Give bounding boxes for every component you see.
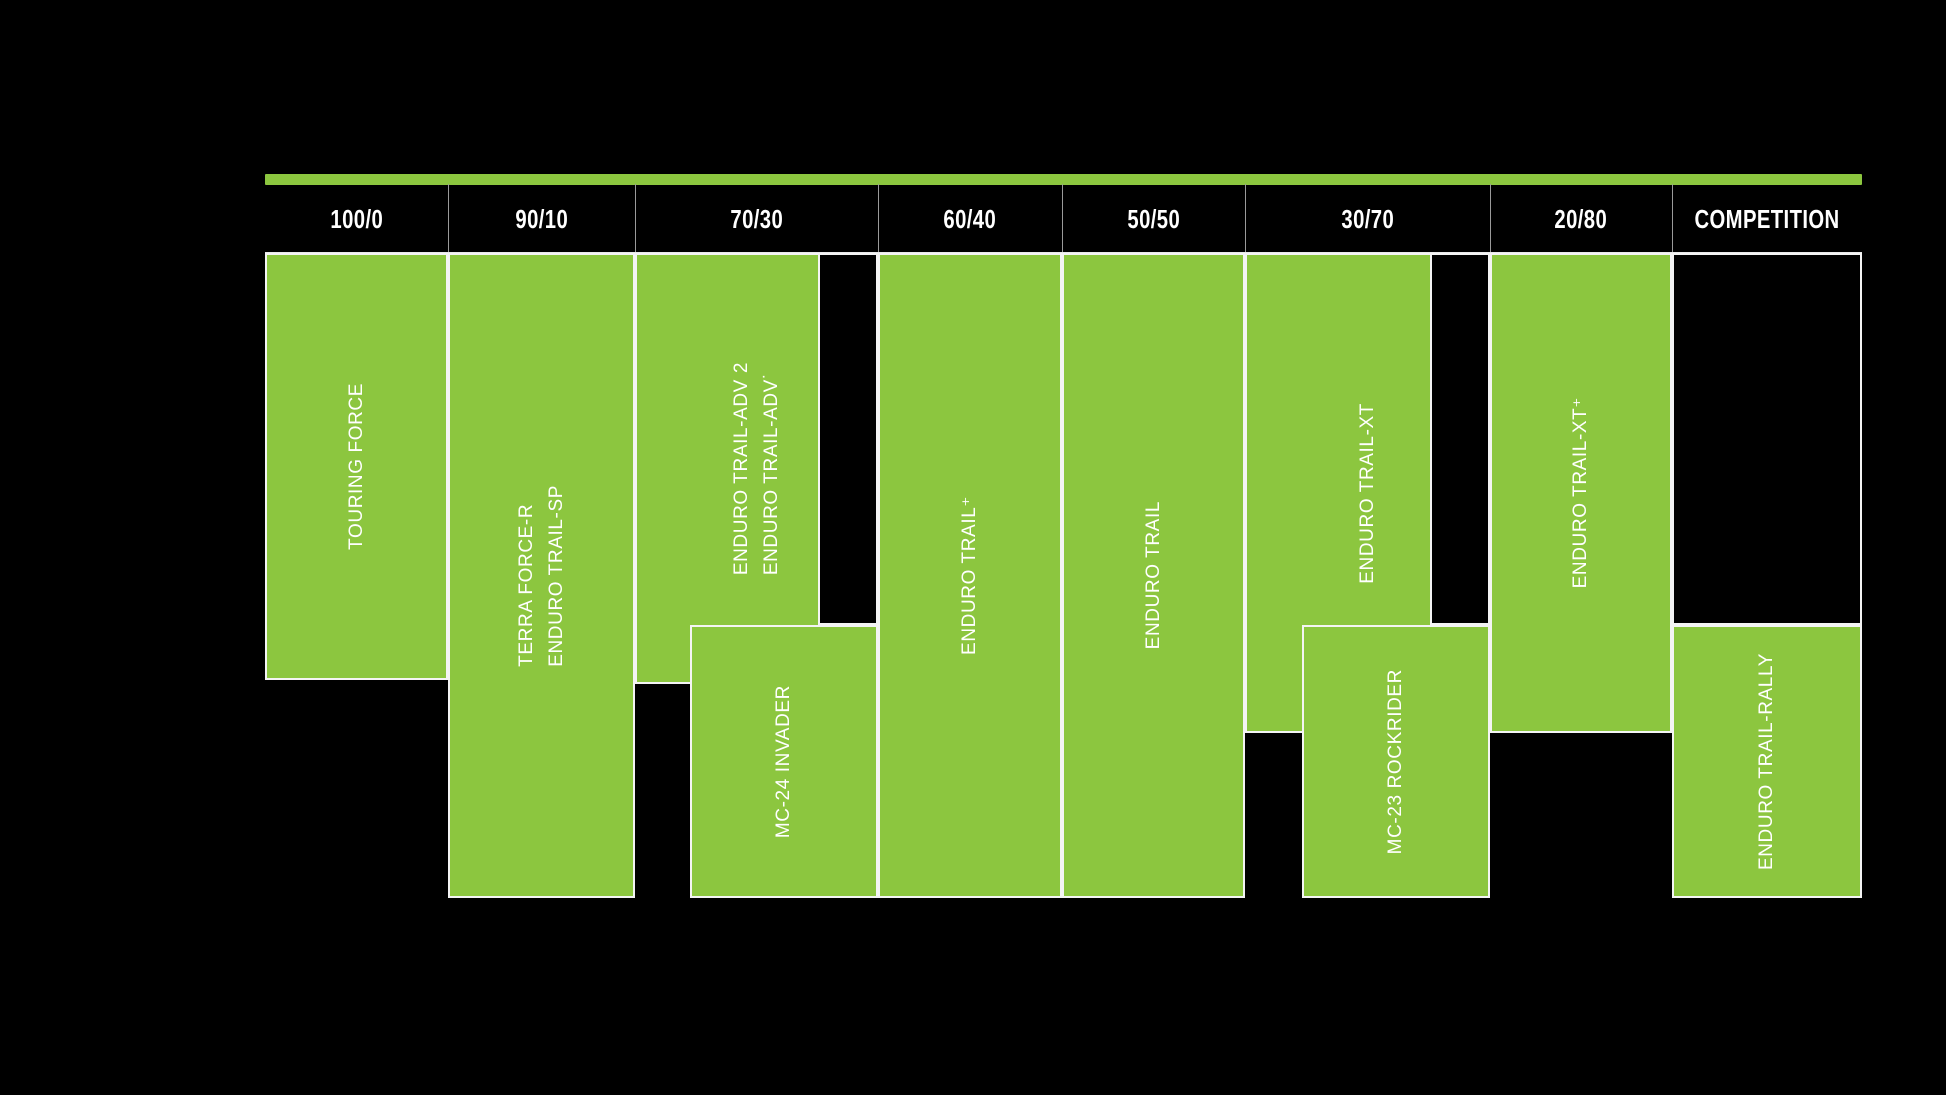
- bar-mc-24-invader[interactable]: MC-24 INVADER: [690, 625, 878, 898]
- bar-label: MC-24 INVADER: [773, 684, 795, 839]
- bar-enduro-trail-xt[interactable]: ENDURO TRAIL-XT⁺: [1490, 253, 1672, 733]
- bar-label: ENDURO TRAIL-SP: [545, 484, 567, 667]
- bar-mc-23-rockrider[interactable]: MC-23 ROCKRIDER: [1302, 625, 1490, 898]
- bar-touring-force[interactable]: TOURING FORCE: [265, 253, 448, 680]
- bar-label: ENDURO TRAIL-XT⁺: [1570, 397, 1592, 589]
- bar-gap-block-30-70[interactable]: [1430, 253, 1490, 625]
- header-separator: [878, 184, 879, 254]
- header-cell-0[interactable]: 100/0: [265, 184, 448, 254]
- bar-label-group: TERRA FORCE-R ENDURO TRAIL-SP: [450, 255, 633, 896]
- bar-label: ENDURO TRAIL-RALLY: [1756, 652, 1778, 871]
- header-separator: [448, 184, 449, 254]
- header-separator: [635, 184, 636, 254]
- header-cell-label: 70/30: [730, 203, 783, 234]
- bar-label-group: MC-24 INVADER: [692, 627, 876, 896]
- top-accent-rule: [265, 174, 1862, 185]
- bar-label-group: ENDURO TRAIL: [1064, 255, 1243, 896]
- header-cell-7[interactable]: COMPETITION: [1672, 184, 1862, 254]
- bar-gap-block-70-30[interactable]: [818, 253, 878, 625]
- bar-label-group: TOURING FORCE: [267, 255, 446, 678]
- header-cell-label: 20/80: [1554, 203, 1608, 234]
- bar-label: ENDURO TRAIL: [1142, 501, 1164, 650]
- bar-label: TOURING FORCE: [345, 383, 367, 550]
- header-cell-6[interactable]: 20/80: [1490, 184, 1672, 254]
- bar-label-group: MC-23 ROCKRIDER: [1304, 627, 1488, 896]
- bar-label-group: ENDURO TRAIL-XT⁺: [1492, 255, 1670, 731]
- bar-enduro-trail-rally[interactable]: ENDURO TRAIL-RALLY: [1672, 625, 1862, 898]
- bar-label: ENDURO TRAIL⁺: [959, 496, 981, 655]
- header-cell-label: 90/10: [515, 203, 568, 234]
- bar-label: MC-23 ROCKRIDER: [1385, 668, 1407, 855]
- header-cell-label: 30/70: [1341, 203, 1394, 234]
- header-separator: [1245, 184, 1246, 254]
- bar-label-group: ENDURO TRAIL⁺: [880, 255, 1060, 896]
- bar-label-group: ENDURO TRAIL-RALLY: [1674, 627, 1860, 896]
- header-cell-label: 100/0: [330, 203, 383, 234]
- bar-enduro-trail[interactable]: ENDURO TRAIL⁺: [878, 253, 1062, 898]
- bar-label: TERRA FORCE-R: [515, 503, 537, 667]
- bar-gap-block-competition[interactable]: [1672, 253, 1862, 625]
- bar-label: ENDURO TRAIL-XT: [1356, 402, 1378, 584]
- header-cell-5[interactable]: 30/70: [1245, 184, 1490, 254]
- header-cell-label: COMPETITION: [1694, 203, 1840, 234]
- header-cell-2[interactable]: 70/30: [635, 184, 878, 254]
- header-cell-4[interactable]: 50/50: [1062, 184, 1245, 254]
- header-cell-label: 50/50: [1127, 203, 1180, 234]
- header-separator: [1672, 184, 1673, 254]
- bar-terra-force-r-enduro-trail-sp[interactable]: TERRA FORCE-R ENDURO TRAIL-SP: [448, 253, 635, 898]
- header-separator: [1062, 184, 1063, 254]
- bar-label: ENDURO TRAIL-ADV 2: [730, 361, 752, 576]
- bar-enduro-trail[interactable]: ENDURO TRAIL: [1062, 253, 1245, 898]
- bar-label: ENDURO TRAIL-ADV˙: [760, 372, 782, 576]
- header-cell-3[interactable]: 60/40: [878, 184, 1062, 254]
- header-cell-1[interactable]: 90/10: [448, 184, 635, 254]
- header-cell-label: 60/40: [943, 203, 997, 234]
- header-separator: [1490, 184, 1491, 254]
